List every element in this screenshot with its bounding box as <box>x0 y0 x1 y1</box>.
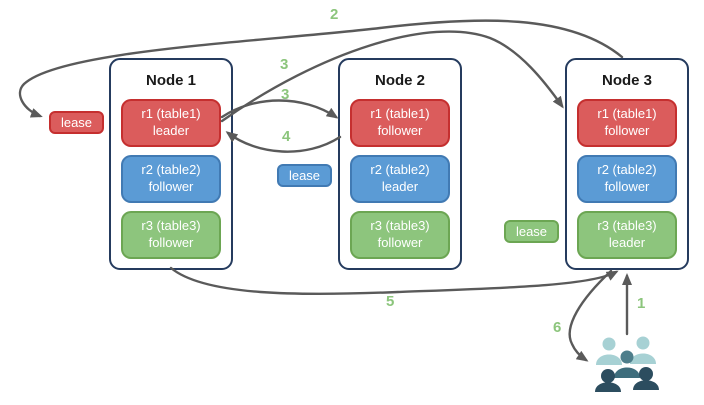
arrow-step3-leader-to-node2 <box>220 99 339 119</box>
replica-role: follower <box>148 179 194 194</box>
replica-role: leader <box>608 235 646 250</box>
replica-name: r1 (table1) <box>141 106 201 122</box>
node3-replica-r2: r2 (table2) follower <box>577 155 677 203</box>
node1-replica-r2: r2 (table2) follower <box>121 155 221 203</box>
replica-role: follower <box>148 235 194 250</box>
step-label-1: 1 <box>637 295 646 312</box>
replica-name: r2 (table2) <box>141 162 201 178</box>
replica-role: follower <box>604 179 650 194</box>
node3-replica-r3: r3 (table3) leader <box>577 211 677 259</box>
node1-replica-r3: r3 (table3) follower <box>121 211 221 259</box>
node2-box: Node 2 r1 (table1) follower r2 (table2) … <box>338 58 462 270</box>
lease-badge-table3: lease <box>504 220 559 243</box>
node2-title: Node 2 <box>374 72 425 89</box>
step-label-5: 5 <box>386 293 395 310</box>
lease-badge-table2: lease <box>277 164 332 187</box>
node3-title: Node 3 <box>601 72 652 89</box>
replica-name: r2 (table2) <box>597 162 657 178</box>
replica-role: follower <box>377 235 423 250</box>
lease-badge-table1: lease <box>49 111 104 134</box>
user-head <box>620 350 634 364</box>
step-label-3a: 3 <box>280 56 289 73</box>
user-body <box>614 367 640 378</box>
replica-name: r3 (table3) <box>597 218 657 234</box>
node1-title: Node 1 <box>145 72 196 89</box>
replica-name: r3 (table3) <box>370 218 430 234</box>
node2-replica-r2: r2 (table2) leader <box>350 155 450 203</box>
user-head <box>639 367 653 381</box>
users-group-icon <box>595 336 659 392</box>
user-body <box>633 380 659 390</box>
node3-box: Node 3 r1 (table1) follower r2 (table2) … <box>565 58 689 270</box>
node2-replica-r1: r1 (table1) follower <box>350 99 450 147</box>
replica-role: follower <box>604 123 650 138</box>
user-body <box>596 354 622 365</box>
node1-replica-r1: r1 (table1) leader <box>121 99 221 147</box>
step-label-3b: 3 <box>281 86 290 103</box>
node2-replica-r3: r3 (table3) follower <box>350 211 450 259</box>
user-body <box>595 382 621 392</box>
replica-name: r3 (table3) <box>141 218 201 234</box>
user-head <box>601 369 615 383</box>
user-body <box>630 353 656 364</box>
node3-replica-r1: r1 (table1) follower <box>577 99 677 147</box>
replica-role: follower <box>377 123 423 138</box>
step-label-2: 2 <box>330 6 339 23</box>
replica-role: leader <box>152 123 190 138</box>
step-label-6: 6 <box>553 319 562 336</box>
replica-name: r1 (table1) <box>370 106 430 122</box>
step-label-4: 4 <box>282 128 291 145</box>
user-head <box>602 337 616 351</box>
replica-name: r1 (table1) <box>597 106 657 122</box>
arrow-step5-node1-to-node3 <box>169 266 619 296</box>
node1-box: Node 1 r1 (table1) leader r2 (table2) fo… <box>109 58 233 270</box>
replica-role: leader <box>381 179 419 194</box>
user-head <box>636 336 650 350</box>
replica-name: r2 (table2) <box>370 162 430 178</box>
